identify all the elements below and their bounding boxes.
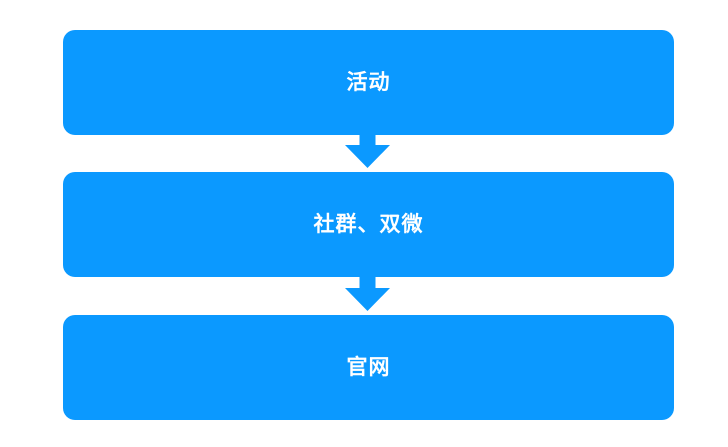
flow-node-activity[interactable]: 活动 [63,30,674,135]
flow-node-website[interactable]: 官网 [63,315,674,420]
flow-node-label: 活动 [346,71,391,94]
arrow-down-icon [345,277,390,311]
arrow-down-icon [345,134,390,168]
flow-node-label: 社群、双微 [313,213,424,236]
flow-node-label: 官网 [346,356,391,379]
flow-node-community[interactable]: 社群、双微 [63,172,674,277]
